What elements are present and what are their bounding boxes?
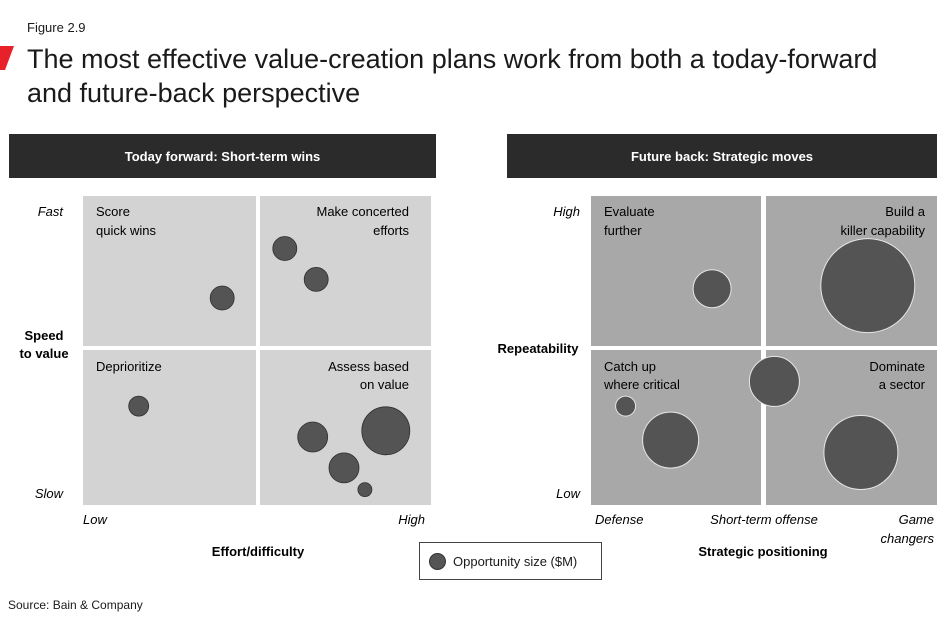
title-line-2: and future-back perspective bbox=[27, 78, 361, 108]
figure-title: The most effective value-creation plans … bbox=[27, 42, 927, 110]
left-y-tick-high: Fast bbox=[38, 204, 65, 219]
left-y-label-line2: to value bbox=[19, 346, 68, 361]
right-y-label: Repeatability bbox=[498, 341, 580, 356]
right-q-top-right-line2: killer capability bbox=[840, 223, 925, 238]
right-bubble-4 bbox=[615, 395, 637, 417]
left-q-top-left-line2: quick wins bbox=[96, 223, 156, 238]
legend-bubble-icon bbox=[429, 552, 446, 570]
source-note: Source: Bain & Company bbox=[8, 598, 143, 612]
right-x-tick-mid: Short-term offense bbox=[710, 512, 818, 527]
right-q-bottom-left-line1: Catch up bbox=[604, 359, 656, 374]
right-y-tick-high: High bbox=[553, 204, 580, 219]
right-bubbles bbox=[615, 238, 916, 490]
right-bubble-5 bbox=[642, 411, 700, 469]
left-bubble-6 bbox=[328, 452, 360, 484]
right-q-bottom-right-line1: Dominate bbox=[869, 359, 925, 374]
legend-label: Opportunity size ($M) bbox=[453, 553, 578, 569]
title-line-1: The most effective value-creation plans … bbox=[27, 44, 878, 74]
right-y-tick-low: Low bbox=[556, 486, 581, 501]
left-bubble-3 bbox=[303, 266, 329, 292]
left-x-label: Effort/difficulty bbox=[212, 544, 305, 559]
left-quadrant-top-right bbox=[260, 196, 431, 346]
left-quadrant-bottom-left bbox=[83, 350, 256, 505]
legend: Opportunity size ($M) bbox=[419, 542, 602, 580]
left-panel-header: Today forward: Short-term wins bbox=[9, 134, 436, 178]
left-y-tick-low: Slow bbox=[35, 486, 65, 501]
left-x-tick-low: Low bbox=[83, 512, 108, 527]
right-x-tick-high-line1: Game bbox=[899, 512, 934, 527]
right-x-tick-low: Defense bbox=[595, 512, 643, 527]
left-x-tick-high: High bbox=[398, 512, 425, 527]
left-chart: Score quick wins Make concerted efforts … bbox=[19, 196, 431, 559]
left-bubble-8 bbox=[357, 482, 373, 498]
right-q-bottom-right-line2: a sector bbox=[879, 377, 926, 392]
left-bubbles bbox=[128, 236, 411, 498]
left-bubble-2 bbox=[272, 236, 298, 261]
figure-label: Figure 2.9 bbox=[27, 20, 86, 35]
right-q-top-right-line1: Build a bbox=[885, 204, 926, 219]
red-accent-mark bbox=[0, 46, 14, 70]
left-q-bottom-right-line1: Assess based bbox=[328, 359, 409, 374]
right-panel-header: Future back: Strategic moves bbox=[507, 134, 937, 178]
right-q-bottom-left-line2: where critical bbox=[603, 377, 680, 392]
right-quadrant-top-left bbox=[591, 196, 761, 346]
left-bubble-7 bbox=[361, 406, 411, 456]
left-q-bottom-right-line2: on value bbox=[360, 377, 409, 392]
right-q-top-left-line2: further bbox=[604, 223, 642, 238]
right-bubble-2 bbox=[820, 238, 916, 334]
left-q-top-left-line1: Score bbox=[96, 204, 130, 219]
right-chart: Evaluate further Build a killer capabili… bbox=[498, 196, 937, 559]
left-y-label-line1: Speed bbox=[24, 328, 63, 343]
right-x-label: Strategic positioning bbox=[698, 544, 827, 559]
right-bubble-3 bbox=[748, 355, 800, 407]
right-bubble-6 bbox=[823, 415, 899, 490]
right-bubble-1 bbox=[692, 269, 732, 309]
right-q-top-left-line1: Evaluate bbox=[604, 204, 655, 219]
left-q-bottom-left: Deprioritize bbox=[96, 359, 162, 374]
left-bubble-5 bbox=[297, 421, 329, 453]
left-q-top-right-line1: Make concerted bbox=[317, 204, 410, 219]
left-q-top-right-line2: efforts bbox=[373, 223, 409, 238]
left-quadrant-top-left bbox=[83, 196, 256, 346]
left-bubble-4 bbox=[128, 395, 150, 417]
right-x-tick-high-line2: changers bbox=[881, 531, 935, 546]
left-bubble-1 bbox=[209, 285, 235, 311]
